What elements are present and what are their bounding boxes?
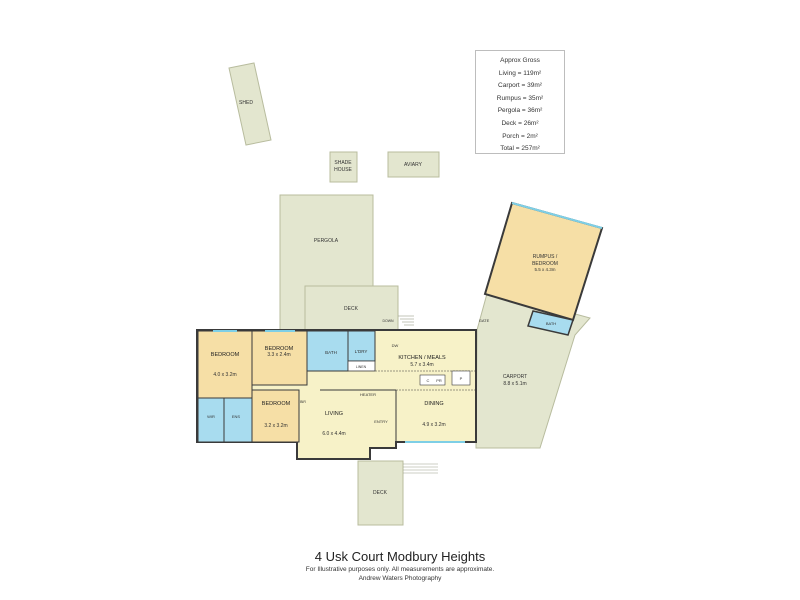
deck-top-label: DECK: [344, 306, 359, 312]
shed: SHED: [228, 62, 272, 146]
bedroom-1: BEDROOM 4.0 x 3.2m: [197, 330, 253, 399]
ensuite: ENS: [223, 397, 253, 443]
legend-item: Deck = 26m²: [501, 119, 539, 127]
legend-item: Rumpus = 35m²: [496, 94, 544, 102]
deck-top-down-label: DOWN: [382, 319, 394, 323]
bedroom-3: BEDROOM 3.2 x 3.2m BIR: [251, 389, 306, 443]
bedroom-1-size: 4.0 x 3.2m: [213, 372, 236, 378]
shade-house: SHADE HOUSE: [329, 151, 358, 183]
kitchen-size: 5.7 x 3.4m: [410, 362, 433, 368]
dining-size: 4.9 x 3.2m: [422, 422, 445, 428]
bedroom-3-size: 3.2 x 3.2m: [264, 423, 287, 429]
shade-house-label-1: SHADE: [334, 160, 352, 166]
dining-label: DINING: [424, 401, 443, 407]
kitchen-label: KITCHEN / MEALS: [398, 355, 446, 361]
bedroom-2: BEDROOM 3.3 x 2.4m: [251, 330, 308, 386]
heater-label: HEATER: [360, 392, 376, 397]
ens-label: ENS: [232, 414, 241, 419]
kitchen-meals: KITCHEN / MEALS 5.7 x 3.4m DW C PR P: [375, 343, 476, 386]
carport-label: CARPORT: [503, 374, 527, 380]
entry-label: ENTRY: [374, 419, 388, 424]
legend-item: Living = 119m²: [498, 69, 542, 77]
disclaimer: For Illustrative purposes only. All meas…: [305, 566, 495, 573]
rumpus-label-1: RUMPUS /: [533, 254, 558, 260]
aviary: AVIARY: [387, 151, 440, 178]
legend-item: Pergola = 36m²: [497, 107, 543, 115]
laundry: L'DRY LINEN: [347, 330, 376, 372]
bedroom-1-label: BEDROOM: [211, 352, 240, 358]
legend-item: Total = 257m²: [500, 145, 540, 153]
address-title: 4 Usk Court Modbury Heights: [314, 549, 486, 564]
dw-label: DW: [392, 343, 399, 348]
dining: DINING 4.9 x 3.2m: [395, 389, 476, 443]
legend-item: Porch = 2m²: [502, 132, 538, 140]
living-label: LIVING: [325, 411, 343, 417]
wir-label: WIR: [207, 414, 215, 419]
bedroom-3-label: BEDROOM: [262, 401, 291, 407]
bath: BATH: [306, 330, 349, 372]
shed-label: SHED: [239, 100, 253, 106]
aviary-label: AVIARY: [404, 162, 423, 168]
living-size: 6.0 x 4.4m: [322, 431, 345, 437]
area-legend: Approx Gross Living = 119m² Carport = 39…: [475, 50, 565, 154]
legend-heading: Approx Gross: [500, 57, 540, 64]
bath-label: BATH: [325, 350, 337, 355]
rumpus-label-2: BEDROOM: [532, 261, 558, 267]
c-label: C: [427, 378, 430, 383]
wir: WIR: [197, 397, 225, 443]
rumpus-size: 5.5 x 4.3m: [534, 267, 555, 272]
pergola-label: PERGOLA: [314, 238, 339, 244]
pr-label: PR: [436, 378, 442, 383]
bir-label: BIR: [300, 400, 306, 404]
deck-bottom-label: DECK: [373, 490, 388, 496]
carport-size: 8.8 x 5.1m: [503, 381, 526, 387]
deck-bottom: DECK: [357, 460, 438, 526]
gate-label: GATE: [479, 318, 490, 323]
laundry-label: L'DRY: [355, 349, 368, 354]
bedroom-2-label: BEDROOM: [265, 346, 294, 352]
rumpus-bath-label: BATH: [546, 321, 556, 326]
legend-item: Carport = 39m²: [498, 82, 542, 90]
bedroom-2-size: 3.3 x 2.4m: [267, 352, 290, 358]
living: HEATER LIVING 6.0 x 4.4m ENTRY: [320, 389, 396, 437]
p-label: P: [460, 376, 463, 381]
credit: Andrew Waters Photography: [358, 575, 442, 582]
rumpus-bath: BATH: [527, 310, 574, 336]
deck-top: DECK DOWN: [304, 285, 414, 331]
linen-label: LINEN: [356, 365, 367, 369]
shade-house-label-2: HOUSE: [334, 167, 352, 173]
